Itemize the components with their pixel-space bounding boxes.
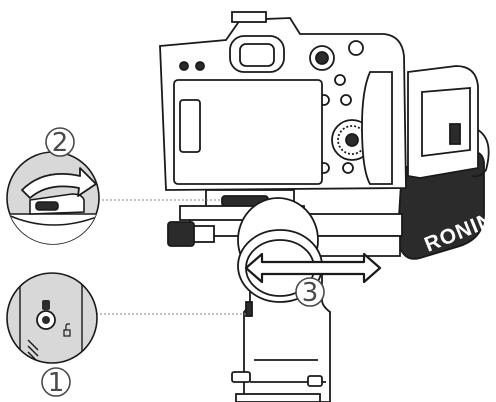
step-marker-1: 1	[41, 367, 71, 398]
rotate-arrow-icon	[21, 167, 97, 199]
svg-text:2: 2	[52, 128, 69, 158]
callout-unlock	[6, 151, 100, 245]
double-arrow-icon	[244, 252, 382, 284]
step-marker-3: 3	[295, 277, 325, 308]
callout-leaders	[96, 199, 246, 315]
svg-text:3: 3	[302, 278, 319, 308]
unlock-icon	[63, 323, 71, 337]
callout-lock	[6, 272, 98, 364]
step-marker-2: 2	[45, 127, 75, 158]
camera-body	[159, 11, 407, 191]
svg-text:1: 1	[48, 368, 65, 398]
lock-icon	[36, 300, 56, 330]
